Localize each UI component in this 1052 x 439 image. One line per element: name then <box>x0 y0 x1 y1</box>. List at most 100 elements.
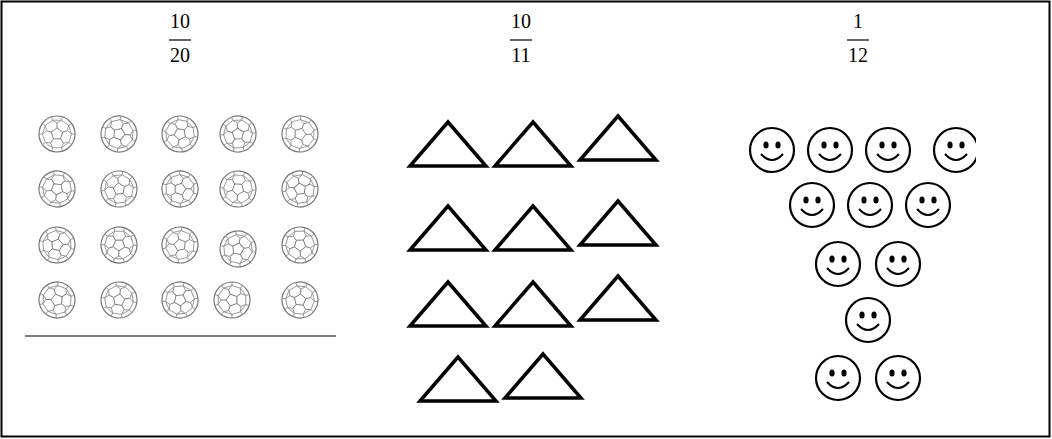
ball-seam <box>251 240 254 243</box>
ball-seam <box>237 195 238 200</box>
ball-seam <box>52 175 55 180</box>
ball-seam <box>282 298 285 300</box>
face-outline <box>808 128 852 172</box>
ball-seam <box>67 240 72 245</box>
ball-seam <box>112 259 115 262</box>
ball-seam <box>129 184 133 189</box>
ball-seam <box>62 192 67 194</box>
ball-seam <box>105 137 110 139</box>
soccer-balls <box>32 109 326 326</box>
fraction-bar <box>169 39 191 40</box>
ball-seam <box>286 187 289 192</box>
ball-seam <box>220 116 256 153</box>
ball-seam <box>70 237 73 240</box>
face-outline <box>816 242 860 286</box>
ball-seam <box>250 179 253 181</box>
ball-seam <box>306 202 309 205</box>
ball-seam <box>63 242 68 247</box>
face-eye <box>873 196 878 203</box>
ball-seam <box>127 179 132 184</box>
ground-line <box>25 335 336 337</box>
ball-seam <box>290 119 292 122</box>
ball-outline <box>33 165 81 213</box>
smiley-faces <box>750 128 976 400</box>
ball-seam <box>289 290 291 295</box>
ball-seam <box>179 199 184 203</box>
smiley-face <box>816 242 860 286</box>
ball-seam <box>223 286 228 291</box>
ball-seam <box>43 177 46 179</box>
ball-seam <box>310 244 314 248</box>
ball-seam <box>174 124 178 128</box>
ball-seam <box>108 196 113 201</box>
ball-seam <box>238 306 243 311</box>
ball-seam <box>119 120 124 124</box>
ball-seam <box>108 290 110 295</box>
ball-seam <box>182 195 184 200</box>
ball-seam <box>109 295 114 297</box>
ball-seam <box>184 126 188 129</box>
ball-outline <box>215 111 262 158</box>
ball-seam <box>163 183 166 186</box>
ball-seam <box>190 231 192 234</box>
ball-seam <box>71 247 74 250</box>
ball-seam <box>241 117 244 120</box>
ball-outline <box>155 275 204 324</box>
ball-seam <box>230 252 234 257</box>
ball-seam <box>223 196 226 198</box>
ball-seam <box>165 291 168 293</box>
ball-seam <box>249 198 252 200</box>
ball-seam <box>110 122 113 127</box>
ball-seam <box>166 309 169 312</box>
ball-seam <box>243 176 245 181</box>
ball-seam <box>175 314 178 317</box>
ball-seam <box>215 304 218 307</box>
ball-seam <box>172 283 175 286</box>
ball-seam <box>105 244 109 249</box>
face-eye <box>861 196 866 203</box>
ball-seam <box>104 187 108 191</box>
ball-seam <box>305 283 308 286</box>
ball-seam <box>121 124 123 129</box>
ball-seam <box>291 137 295 140</box>
ball-seam <box>286 288 289 291</box>
face-eye <box>815 196 820 203</box>
ball-seam <box>113 199 117 204</box>
fraction-bar <box>847 39 869 40</box>
ball-seam <box>189 234 191 239</box>
ball-seam <box>175 255 179 259</box>
ball-seam <box>237 120 242 123</box>
ball-seam <box>250 141 253 144</box>
face-eye <box>829 369 834 376</box>
ball-seam <box>170 255 175 257</box>
ball-outline <box>32 220 83 271</box>
ball-seam <box>223 309 228 313</box>
ball-seam <box>50 179 55 183</box>
fraction-denominator: 12 <box>848 44 868 66</box>
ball-seam <box>125 246 130 250</box>
ball-seam <box>165 301 170 304</box>
face-eye <box>829 255 834 262</box>
ball-seam <box>241 303 246 307</box>
ball-seam <box>61 253 66 258</box>
triangle <box>410 122 486 166</box>
soccer-ball <box>155 275 204 324</box>
face-outline <box>846 298 890 342</box>
ball-seam <box>178 306 183 311</box>
ball-seam <box>65 312 67 315</box>
ball-outline <box>95 110 142 157</box>
ball-seam <box>185 136 189 140</box>
smiley-face <box>866 128 910 172</box>
ball-seam <box>39 283 74 317</box>
ball-seam <box>300 116 301 119</box>
fraction-denominator: 11 <box>511 44 530 66</box>
ball-seam <box>223 123 226 126</box>
ball-seam <box>101 297 104 298</box>
ball-seam <box>304 193 309 197</box>
ball-seam <box>302 124 304 129</box>
ball-seam <box>190 136 195 140</box>
ball-seam <box>237 303 241 308</box>
ball-seam <box>243 257 248 261</box>
ball-seam <box>112 194 117 198</box>
